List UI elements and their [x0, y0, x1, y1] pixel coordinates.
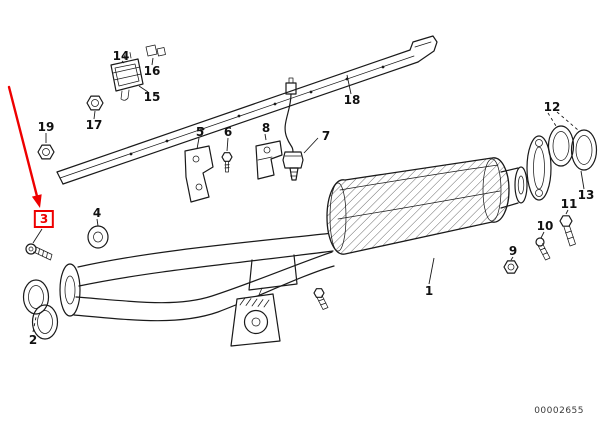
part-label-7: 7	[321, 129, 331, 143]
leader-lines	[32, 57, 585, 333]
part-label-6: 6	[223, 125, 233, 139]
part-label-10: 10	[536, 219, 554, 233]
nut-part9	[503, 260, 519, 274]
bracket-part5	[184, 145, 214, 203]
part-label-9: 9	[508, 244, 518, 258]
part-label-12: 12	[543, 100, 561, 114]
highlight-arrow	[7, 85, 42, 208]
clip-part16	[145, 44, 166, 57]
part-label-17: 17	[85, 118, 103, 132]
bolt-part10	[535, 237, 551, 261]
grommet-part4	[87, 225, 109, 249]
bolt-part11	[559, 215, 576, 247]
part-label-8: 8	[261, 121, 271, 135]
part-label-13: 13	[577, 188, 595, 202]
bolt-center	[313, 288, 329, 310]
document-number: 00002655	[534, 406, 584, 416]
bracket-part8	[255, 140, 283, 180]
part-label-19: 19	[37, 120, 55, 134]
part-label-2: 2	[28, 333, 38, 347]
part-label-18: 18	[343, 93, 361, 107]
hanger-and-rubber-mount	[230, 254, 298, 347]
nut-part17	[86, 95, 104, 111]
bolt-part3	[25, 243, 53, 261]
gasket-rings-part2	[22, 279, 59, 340]
catalytic-converter-part1	[326, 157, 528, 255]
mount-block-part14	[110, 52, 144, 101]
part-label-14: 14	[112, 49, 130, 63]
part-label-4: 4	[92, 206, 102, 220]
bolt-part6	[221, 152, 233, 173]
front-pipes	[59, 232, 335, 322]
part-label-5: 5	[195, 125, 205, 139]
part-label-11: 11	[560, 197, 578, 211]
nut-part19	[37, 144, 55, 160]
heat-shield-rail	[56, 35, 438, 185]
part-label-16: 16	[143, 64, 161, 78]
flange-and-rings-right	[526, 125, 598, 201]
part-label-3: 3	[33, 210, 55, 228]
part-label-1: 1	[424, 284, 434, 298]
part-label-15: 15	[143, 90, 161, 104]
oxygen-sensor-part7	[282, 77, 304, 181]
